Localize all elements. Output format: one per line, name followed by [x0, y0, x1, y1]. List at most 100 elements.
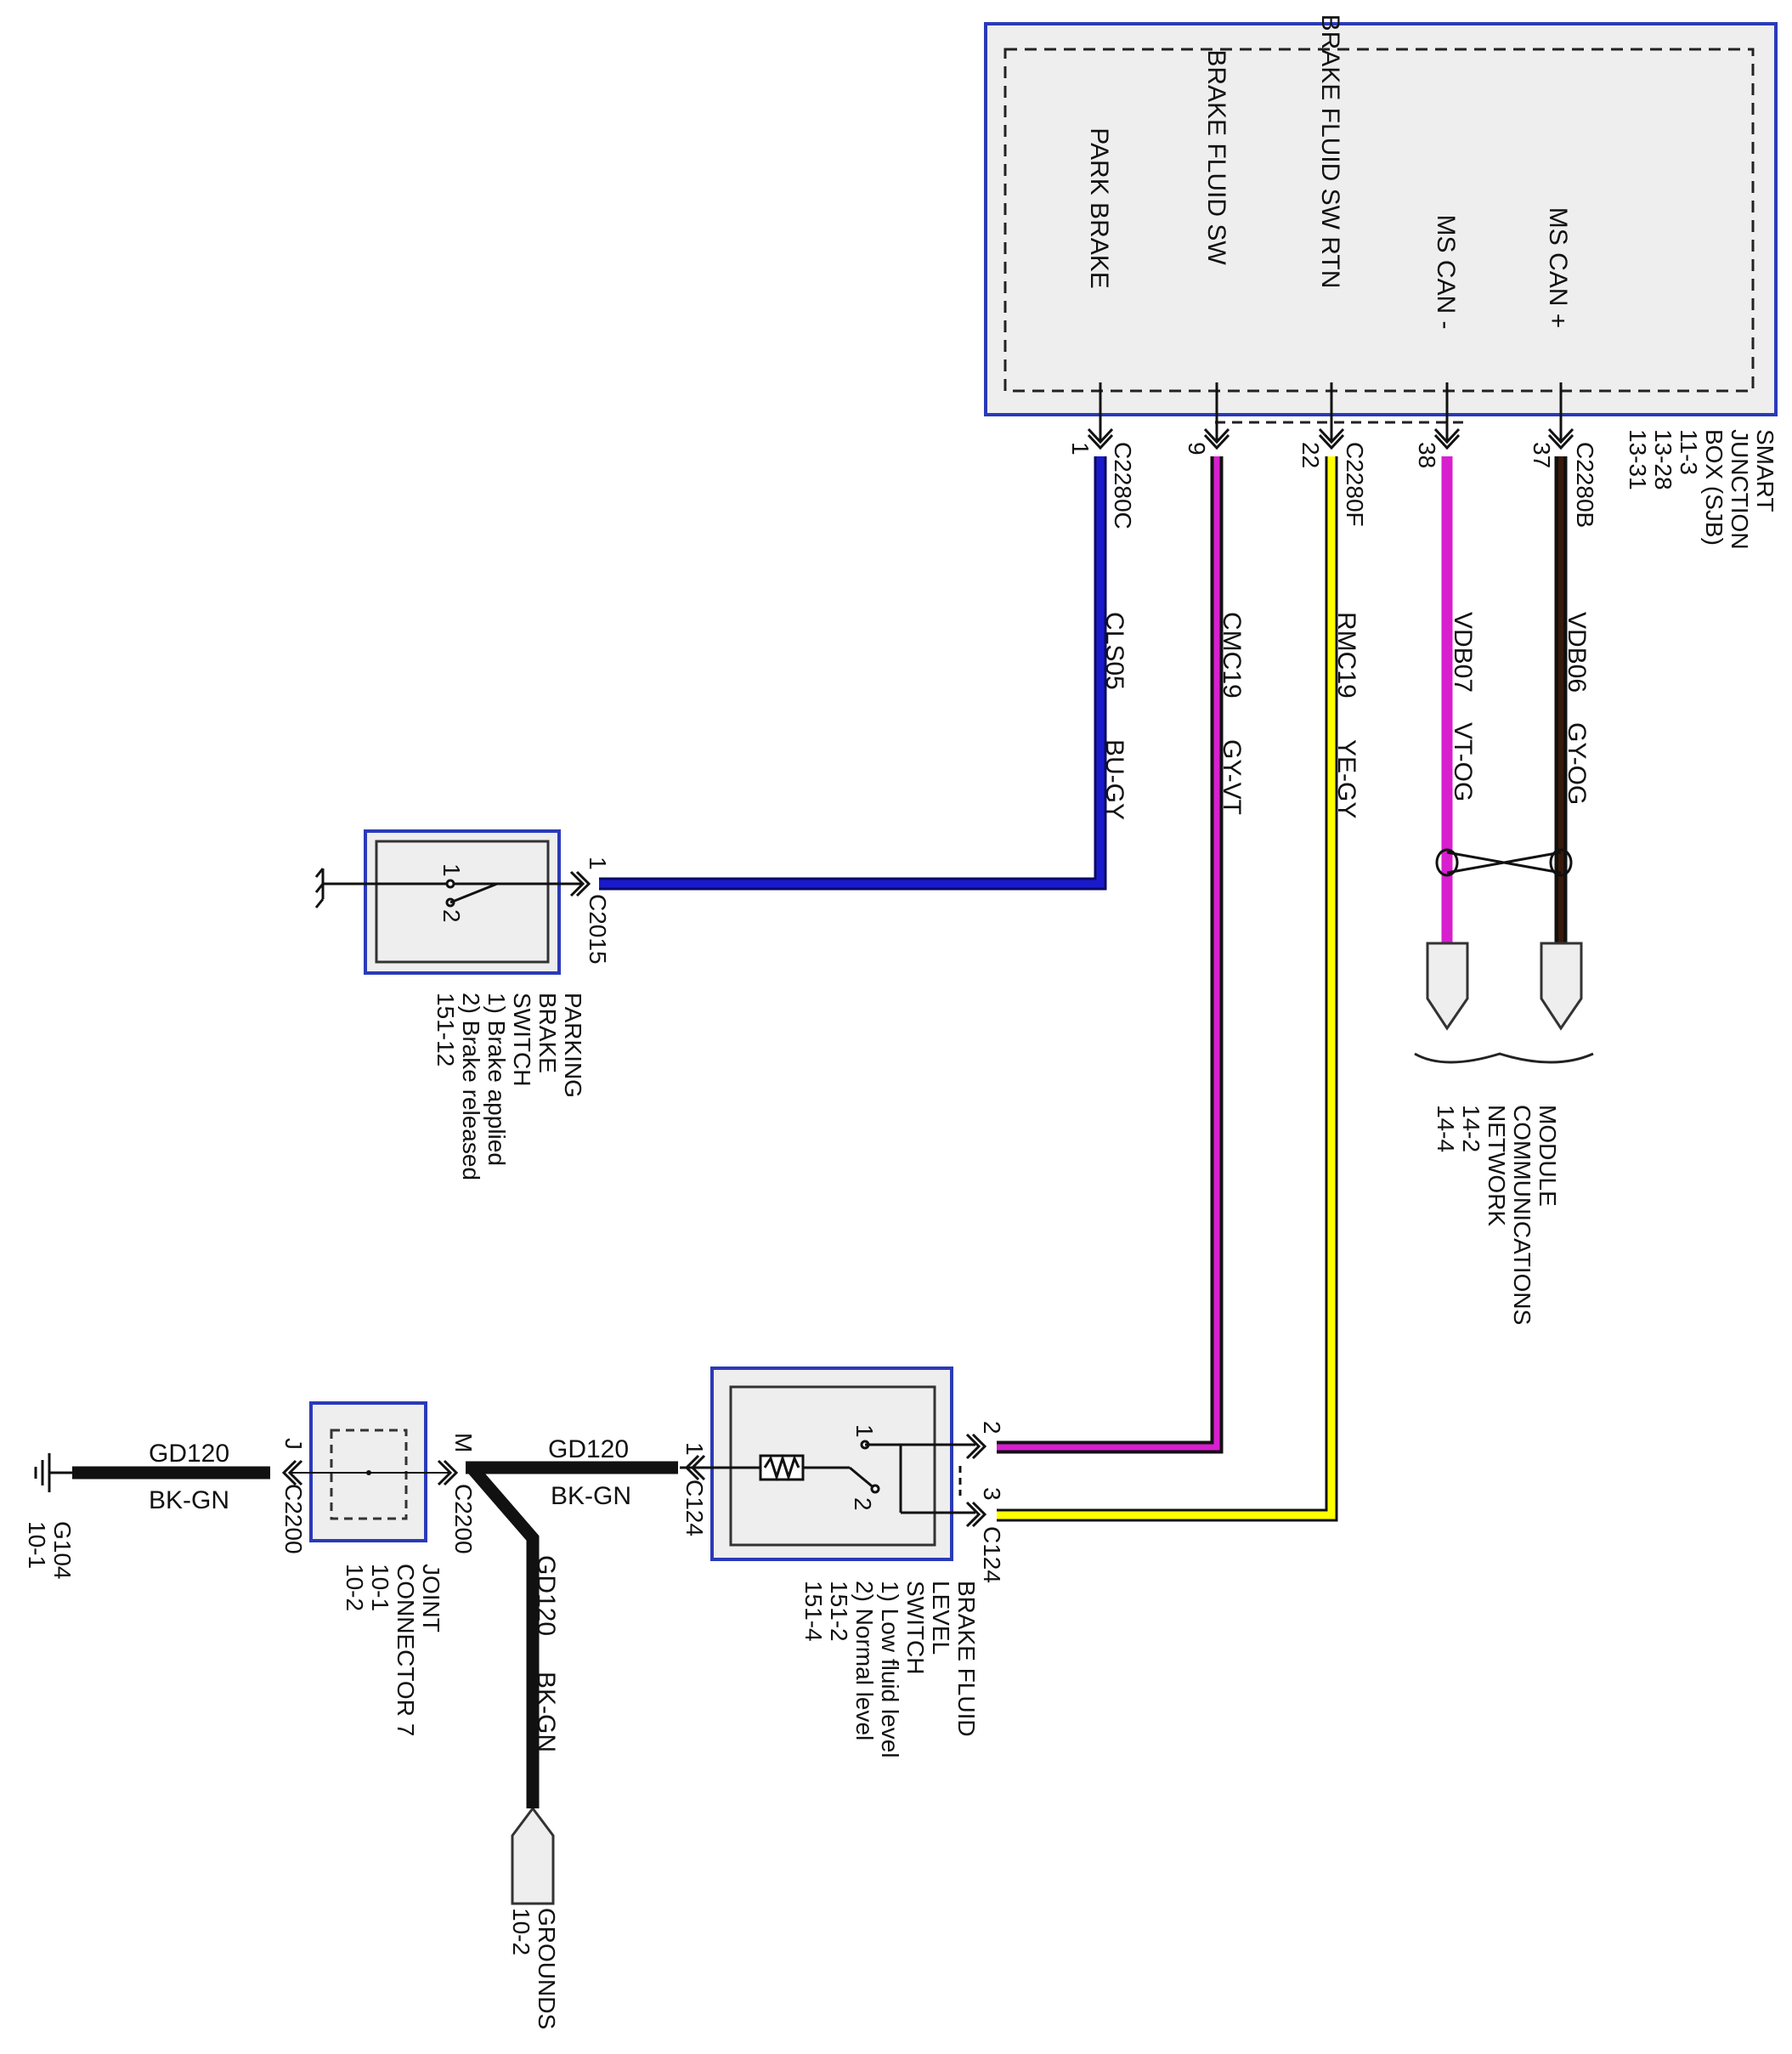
svg-text:10-1: 10-1 [367, 1564, 393, 1611]
svg-text:GD120: GD120 [532, 1555, 560, 1636]
brake-fluid-level-switch: 1 2 2 3 C124 1 C124 BRAKE FLUID LEVEL SW… [680, 1367, 1005, 1758]
parking-brake-switch-label-block: PARKING BRAKE SWITCH 1) Brake applied 2)… [432, 993, 586, 1180]
wire-rmc19: RMC19 YE-GY [997, 456, 1360, 1522]
pin-label-brake-fluid-sw: BRAKE FLUID SW [1202, 49, 1230, 265]
parking-brake-switch-contacts [445, 879, 498, 908]
svg-text:SMART: SMART [1752, 429, 1778, 512]
svg-text:2: 2 [438, 909, 465, 923]
svg-text:14-2: 14-2 [1458, 1105, 1484, 1152]
c124-pin-1: 1 [681, 1442, 708, 1456]
svg-text:10-1: 10-1 [24, 1521, 50, 1569]
c2280b-pin-37: 37 [1529, 442, 1555, 468]
wire-vdb06-circuit: VDB06 [1563, 612, 1591, 693]
wire-gd120-down: GD120 BK-GN [466, 1463, 560, 1785]
brake-fluid-switch-box [710, 1367, 953, 1561]
svg-text:14-4: 14-4 [1433, 1105, 1459, 1152]
svg-text:1) Brake applied: 1) Brake applied [483, 993, 510, 1166]
svg-text:13-31: 13-31 [1625, 429, 1651, 490]
svg-text:10-2: 10-2 [342, 1564, 368, 1611]
sjb-box [984, 22, 1778, 416]
svg-text:BRAKE: BRAKE [534, 993, 561, 1073]
wire-gd120-left: GD120 BK-GN [72, 1440, 270, 1514]
svg-text:SWITCH: SWITCH [902, 1581, 929, 1674]
c124-label-right: C124 [979, 1526, 1005, 1583]
svg-text:GD120: GD120 [149, 1440, 229, 1468]
mcn-connectors [1426, 942, 1583, 1031]
svg-text:MODULE: MODULE [1535, 1105, 1561, 1207]
svg-text:10-2: 10-2 [508, 1908, 534, 1955]
pin-label-ms-can-plus: MS CAN + [1544, 207, 1572, 329]
svg-text:2) Brake released: 2) Brake released [458, 993, 484, 1180]
c2280b-label: C2280B [1572, 442, 1598, 528]
svg-text:GD120: GD120 [548, 1435, 629, 1463]
ground-g104-label: G104 10-1 [24, 1521, 76, 1580]
wire-vdb07-circuit: VDB07 [1449, 612, 1477, 693]
svg-text:BOX (SJB): BOX (SJB) [1701, 429, 1727, 546]
svg-text:151-12: 151-12 [432, 993, 459, 1067]
sjb-dashed-boundary [1003, 48, 1755, 393]
c124-pin-3: 3 [979, 1487, 1005, 1501]
c2280c-pin-1: 1 [1067, 442, 1094, 456]
svg-text:COMMUNICATIONS: COMMUNICATIONS [1509, 1105, 1535, 1325]
ground-g104-icon [34, 1453, 72, 1492]
svg-text:2) Normal level: 2) Normal level [851, 1581, 878, 1740]
wire-cmc19-color: GY-VT [1218, 739, 1246, 815]
wire-vdb07-color: VT-OG [1449, 722, 1477, 801]
svg-text:LEVEL: LEVEL [928, 1581, 954, 1655]
svg-text:SWITCH: SWITCH [509, 993, 535, 1086]
svg-text:CONNECTOR 7: CONNECTOR 7 [393, 1564, 419, 1736]
c2015-label: C2015 [585, 894, 611, 965]
svg-text:PARKING: PARKING [560, 993, 586, 1098]
sjb-module: PARK BRAKE BRAKE FLUID SW BRAKE FLUID SW… [984, 14, 1778, 550]
twisted-pair-symbol [1435, 848, 1573, 877]
svg-text:BRAKE FLUID: BRAKE FLUID [953, 1581, 980, 1737]
c2200-label-right: C2200 [450, 1484, 477, 1554]
wire-cmc19: CMC19 GY-VT [997, 456, 1246, 1454]
pin-label-park-brake: PARK BRAKE [1085, 127, 1113, 289]
svg-text:GROUNDS: GROUNDS [534, 1908, 560, 2029]
wire-vdb06: VDB06 GY-OG [1554, 456, 1591, 943]
brake-fluid-switch-label-block: BRAKE FLUID LEVEL SWITCH 1) Low fluid le… [800, 1581, 980, 1758]
svg-text:BK-GN: BK-GN [551, 1482, 631, 1510]
svg-text:BK-GN: BK-GN [532, 1672, 560, 1752]
c124-label-left: C124 [681, 1480, 708, 1536]
wire-vdb06-color: GY-OG [1563, 722, 1591, 805]
wire-cls05-circuit: CLS05 [1100, 612, 1128, 690]
svg-text:G104: G104 [49, 1521, 76, 1580]
svg-text:1: 1 [438, 863, 465, 877]
c2280b-pin-38: 38 [1414, 442, 1440, 468]
svg-text:13-28: 13-28 [1650, 429, 1676, 490]
c2200-label-left: C2200 [280, 1484, 307, 1554]
c2280f-pin-22: 22 [1297, 442, 1324, 468]
grounds-ref-connector: GROUNDS 10-2 [508, 1785, 560, 2029]
c2280c-label: C2280C [1110, 442, 1136, 529]
c2280f-label: C2280F [1342, 442, 1368, 527]
wire-cls05: CLS05 BU-GY [599, 456, 1128, 891]
wire-rmc19-color: YE-GY [1332, 739, 1360, 818]
pin-label-brake-fluid-sw-rtn: BRAKE FLUID SW RTN [1316, 14, 1344, 289]
c2200-pin-m: M [450, 1433, 477, 1452]
parking-brake-switch: 1 2 1 C2015 PARKING BRAKE SWITCH 1) Brak… [314, 829, 611, 1180]
c2015-pin-1: 1 [585, 857, 611, 870]
svg-text:BK-GN: BK-GN [149, 1486, 229, 1514]
mcn-label-block: MODULE COMMUNICATIONS NETWORK 14-2 14-4 [1433, 1105, 1561, 1325]
c2200-pin-j: J [280, 1438, 307, 1450]
wire-rmc19-circuit: RMC19 [1332, 612, 1360, 699]
svg-text:JUNCTION: JUNCTION [1727, 429, 1753, 550]
svg-text:11-3: 11-3 [1676, 429, 1702, 475]
svg-text:NETWORK: NETWORK [1484, 1105, 1510, 1226]
joint-connector-7: J C2200 M C2200 JOINT CONNECTOR 7 10-1 1… [280, 1401, 477, 1736]
svg-text:JOINT: JOINT [418, 1564, 444, 1632]
parking-brake-switch-box [364, 829, 561, 975]
wire-vdb07: VDB07 VT-OG [1441, 456, 1477, 943]
wire-gd120-mid: GD120 BK-GN [466, 1435, 678, 1510]
pin-label-ms-can-minus: MS CAN - [1432, 215, 1460, 330]
svg-text:1) Low fluid level: 1) Low fluid level [877, 1581, 903, 1758]
wire-cls05-color: BU-GY [1100, 739, 1128, 820]
c124-pin-2: 2 [979, 1421, 1005, 1434]
svg-text:2: 2 [850, 1497, 876, 1511]
svg-text:151-4: 151-4 [800, 1581, 827, 1642]
wire-cmc19-circuit: CMC19 [1218, 612, 1246, 699]
mcn-brace [1414, 1052, 1594, 1064]
